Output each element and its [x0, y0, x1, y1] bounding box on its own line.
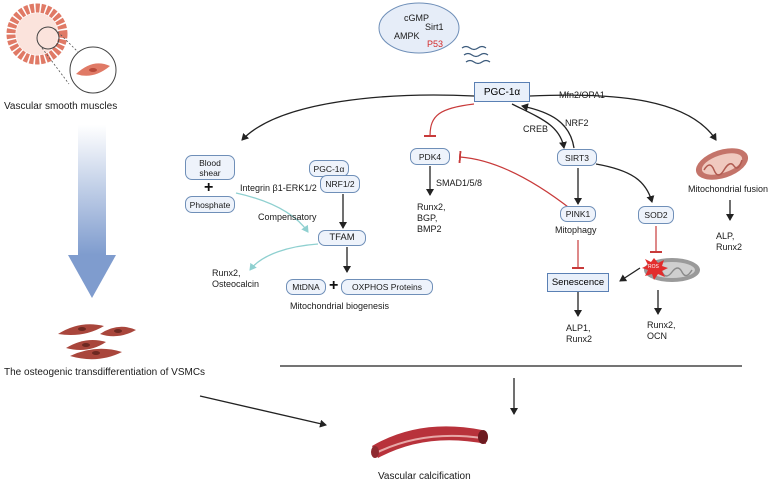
- phosphate-box: Phosphate: [185, 196, 235, 213]
- transition-arrow: [68, 125, 116, 298]
- osteogenic-transdifferentiation-label: The osteogenic transdifferentiation of V…: [4, 367, 206, 378]
- runx2-ocn-ocn: OCN: [647, 331, 667, 341]
- runx2-osteocalcin-runx2: Runx2,: [212, 268, 241, 278]
- mitochondrion-fusion-icon: [695, 148, 749, 180]
- pdk4-target-bmp2: BMP2: [417, 224, 442, 234]
- ampk-label: AMPK: [394, 31, 420, 41]
- pdk4-target-bgp: BGP,: [417, 213, 438, 223]
- mito-biogenesis-label: Mitochondrial biogenesis: [290, 301, 390, 311]
- inhibit-pgc1a-pdk4: [423, 103, 475, 138]
- alp-label: ALP,: [716, 231, 735, 241]
- mito-fusion-label: Mitochondrial fusion: [688, 184, 769, 194]
- nrf2-label: NRF2: [565, 118, 589, 128]
- zoom-origin-circle: [36, 26, 60, 50]
- inhibit-pink1-pdk4: [458, 150, 573, 211]
- signal-wave-icon-2: [463, 52, 489, 58]
- signal-wave-icon: [461, 45, 487, 51]
- plus-sign-stimuli: +: [204, 179, 214, 196]
- alp1-label: ALP1,: [566, 323, 591, 333]
- plus-sign-mito: +: [329, 277, 339, 294]
- calcified-vessel-icon: [371, 426, 488, 458]
- mtdna-box: MtDNA: [286, 279, 326, 295]
- arrow-pgc1a-to-left-branch: [241, 94, 475, 141]
- runx2-ocn-runx2: Runx2,: [647, 320, 676, 330]
- mitochondrion-ros-icon: [642, 258, 700, 282]
- sirt3-box: SIRT3: [557, 149, 597, 166]
- arrow-tfam-to-runx2: [249, 243, 319, 271]
- p53-label: P53: [427, 39, 444, 49]
- arrow-vsmc-to-calcification: [199, 395, 327, 428]
- cgmp-label: cGMP: [404, 13, 430, 23]
- alp-runx2-label: Runx2: [716, 242, 743, 252]
- arrow-stimuli-to-tfam: [235, 192, 309, 233]
- mitophagy-label: Mitophagy: [555, 225, 597, 235]
- vascular-smooth-muscles-label: Vascular smooth muscles: [4, 101, 118, 112]
- senescence-box: Senescence: [547, 273, 609, 292]
- smad-label: SMAD1/5/8: [436, 178, 483, 188]
- vessel-ring-icon: [6, 3, 68, 65]
- blood-shear-line1: Blood: [199, 157, 221, 168]
- tfam-box: TFAM: [318, 230, 366, 246]
- sirt1-label: Sirt1: [425, 22, 444, 32]
- runx2-osteocalcin-osteocalcin: Osteocalcin: [212, 279, 260, 289]
- alp1-runx2-label: Runx2: [566, 334, 593, 344]
- arrow-sirt3-to-sod2: [595, 163, 655, 203]
- arrow-ros-to-senescence: [619, 267, 641, 282]
- smooth-muscle-cell-icon: [69, 46, 117, 94]
- blood-shear-box: Blood shear: [185, 155, 235, 180]
- compensatory-label: Compensatory: [258, 212, 317, 222]
- pdk4-box: PDK4: [410, 148, 450, 165]
- arrow-pgc1a-to-sirt3: [511, 103, 567, 149]
- signal-wave-icon-3: [465, 59, 491, 65]
- nrf12-box: NRF1/2: [320, 175, 360, 193]
- osteogenic-vsmc-icon: [58, 324, 136, 360]
- integrin-label: Integrin β1-ERK1/2: [240, 183, 317, 193]
- arrow-pgc1a-to-mito-fusion: [529, 94, 717, 141]
- blood-shear-line2: shear: [199, 167, 221, 178]
- zoom-line-bottom: [41, 47, 70, 85]
- signal-cluster: [378, 2, 460, 54]
- vascular-calcification-label: Vascular calcification: [378, 471, 471, 482]
- pink1-box: PINK1: [560, 206, 596, 222]
- zoom-line-top: [54, 28, 79, 53]
- mfn2-opa1-label: Mfn2/OPA1: [559, 90, 605, 100]
- ros-label: ROS: [648, 264, 659, 270]
- creb-label: CREB: [523, 124, 549, 134]
- pgc1a-main-box: PGC-1α: [474, 82, 530, 102]
- arrow-sirt3-to-pgc1a: [521, 103, 575, 149]
- oxphos-box: OXPHOS Proteins: [341, 279, 433, 295]
- pdk4-target-runx2: Runx2,: [417, 202, 446, 212]
- sod2-box: SOD2: [638, 206, 674, 224]
